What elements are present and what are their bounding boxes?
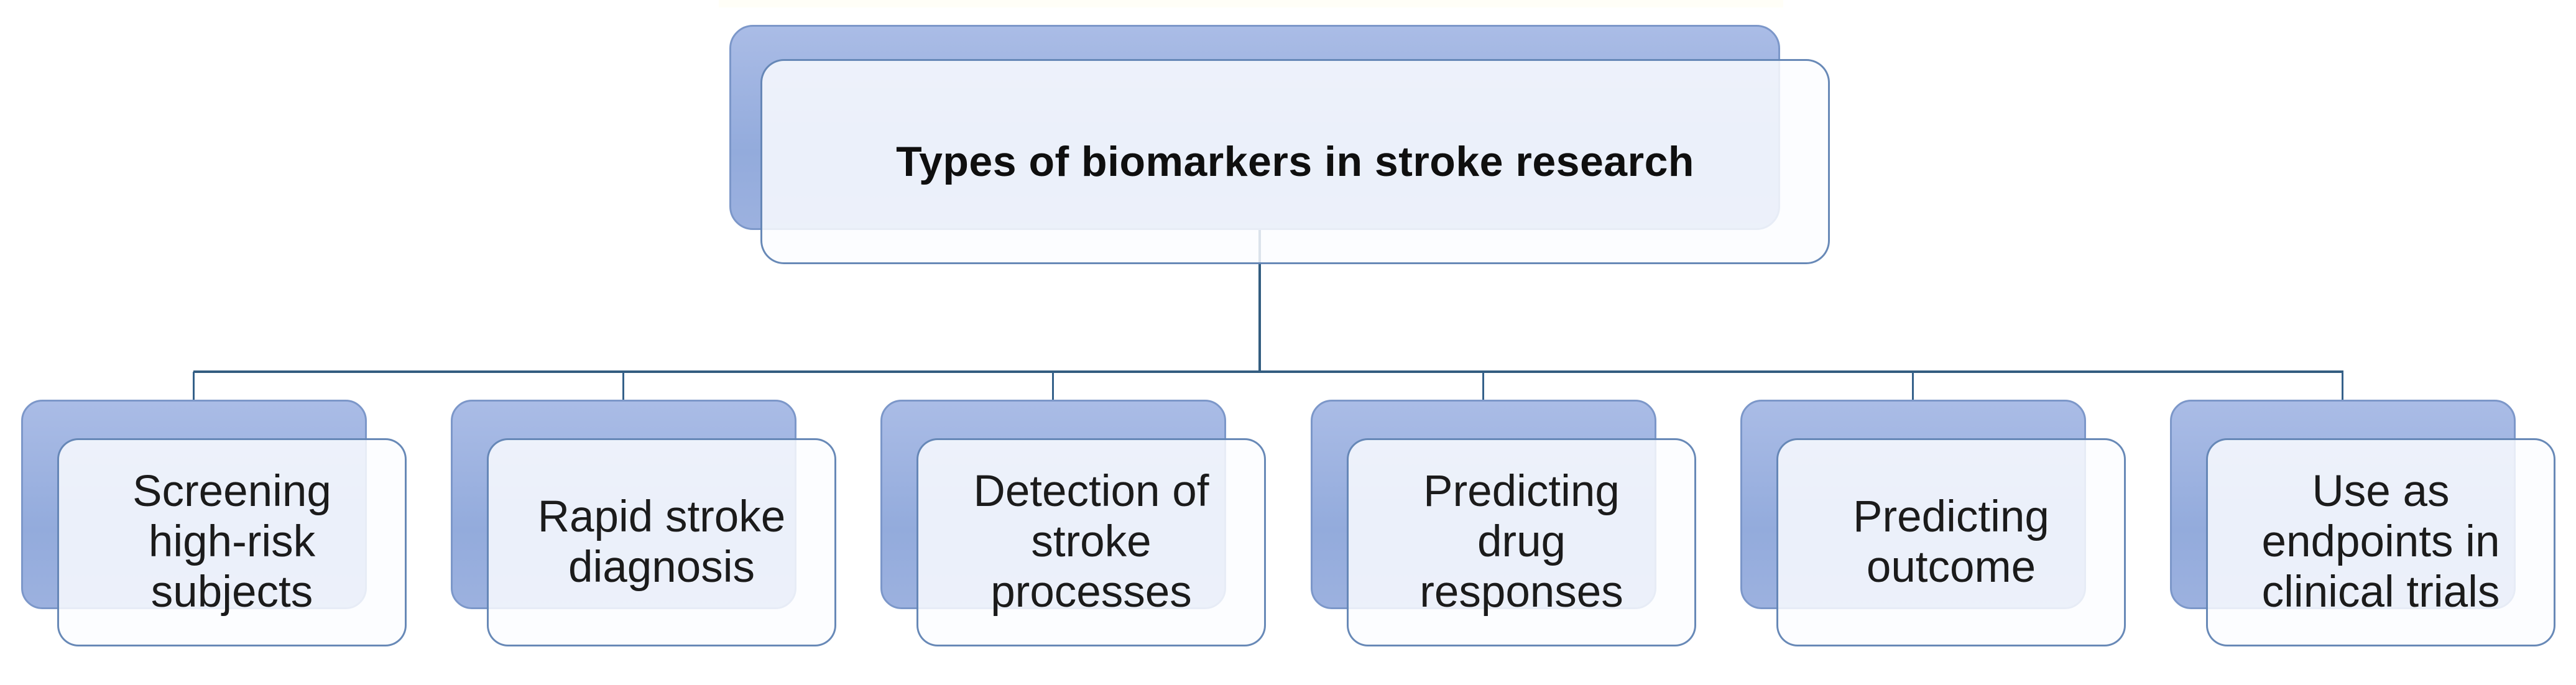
root-node: Types of biomarkers in stroke research — [729, 25, 1833, 267]
child-node-box: Predicting outcome — [1776, 438, 2126, 646]
connector-stub — [622, 372, 624, 405]
child-node-detection-of-stroke-processes: Detection of stroke processes — [880, 372, 1266, 651]
connector-horizontal — [193, 370, 2343, 373]
child-node-box: Detection of stroke processes — [916, 438, 1266, 646]
child-node-box: Predicting drug responses — [1347, 438, 1696, 646]
child-node-use-as-endpoints-in-clinical-trials: Use as endpoints in clinical trials — [2170, 372, 2555, 651]
root-node-box: Types of biomarkers in stroke research — [760, 59, 1830, 264]
child-node-label: Predicting outcome — [1853, 492, 2049, 592]
connector-stub — [1052, 372, 1054, 405]
child-node-label: Rapid stroke diagnosis — [537, 492, 786, 592]
connector-stub — [1912, 372, 1914, 405]
diagram-title: Types of biomarkers in stroke research — [896, 138, 1694, 185]
child-node-screening-high-risk-subjects: Screening high-risk subjects — [21, 372, 407, 651]
child-node-box: Use as endpoints in clinical trials — [2206, 438, 2555, 646]
connector-root-vertical — [1258, 229, 1261, 372]
child-node-label: Predicting drug responses — [1420, 467, 1623, 617]
child-node-box: Rapid stroke diagnosis — [487, 438, 836, 646]
child-node-predicting-outcome: Predicting outcome — [1740, 372, 2126, 651]
child-node-rapid-stroke-diagnosis: Rapid stroke diagnosis — [451, 372, 836, 651]
connector-stub — [2342, 372, 2343, 405]
child-node-label: Screening high-risk subjects — [132, 467, 331, 617]
child-node-box: Screening high-risk subjects — [57, 438, 407, 646]
child-node-label: Use as endpoints in clinical trials — [2261, 467, 2500, 617]
child-node-label: Detection of stroke processes — [973, 467, 1209, 617]
connector-stub — [193, 372, 195, 405]
top-edge-artifact — [719, 0, 1783, 7]
child-node-predicting-drug-responses: Predicting drug responses — [1311, 372, 1696, 651]
connector-stub — [1482, 372, 1484, 405]
